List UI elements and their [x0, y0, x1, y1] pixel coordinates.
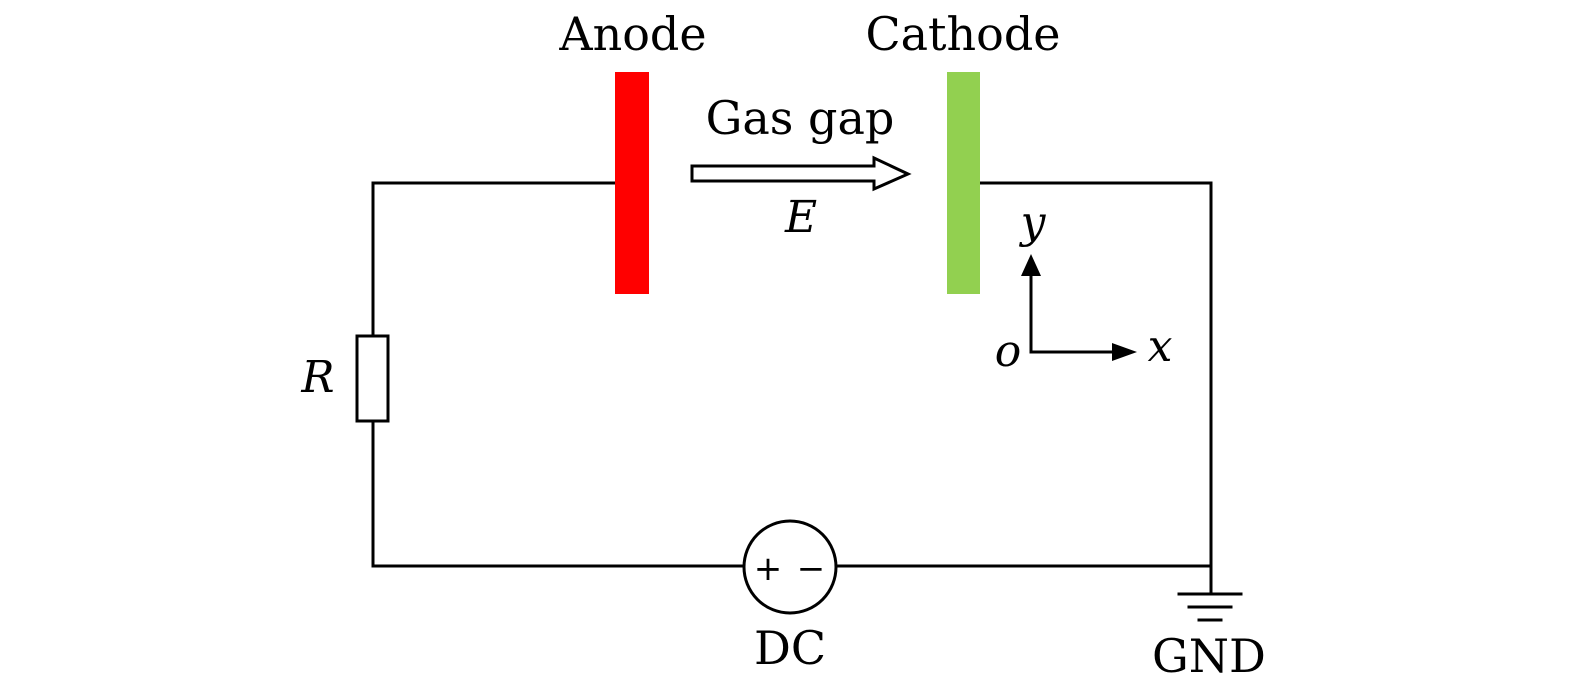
- y-axis-arrowhead-icon: [1021, 254, 1041, 276]
- left-top-wire: [371, 181, 619, 338]
- axis-y-label: y: [1019, 197, 1047, 248]
- resistor-label: R: [300, 352, 334, 403]
- coordinate-axes: [1021, 254, 1137, 361]
- field-label: E: [784, 192, 817, 243]
- left-bottom-wire: [371, 419, 746, 568]
- axis-x-label: x: [1148, 321, 1173, 372]
- x-axis-arrowhead-icon: [1112, 343, 1137, 361]
- resistor-symbol: [355, 334, 390, 423]
- anode-plate: [615, 72, 649, 294]
- gas-gap-label: Gas gap: [706, 91, 895, 145]
- dc-source-symbol: [742, 519, 838, 615]
- cathode-plate: [947, 72, 980, 294]
- ground-icon: [1177, 592, 1243, 622]
- circuit-wires: [371, 181, 1213, 596]
- anode-label: Anode: [558, 7, 706, 61]
- axis-origin-label: o: [995, 326, 1022, 377]
- field-arrow-icon: [690, 155, 912, 192]
- dc-source-label: DC: [754, 621, 826, 675]
- right-wire: [976, 181, 1213, 596]
- source-plus-sign: +: [754, 549, 783, 589]
- source-minus-sign: −: [797, 549, 826, 589]
- cathode-label: Cathode: [865, 7, 1060, 61]
- ground-label: GND: [1152, 629, 1266, 683]
